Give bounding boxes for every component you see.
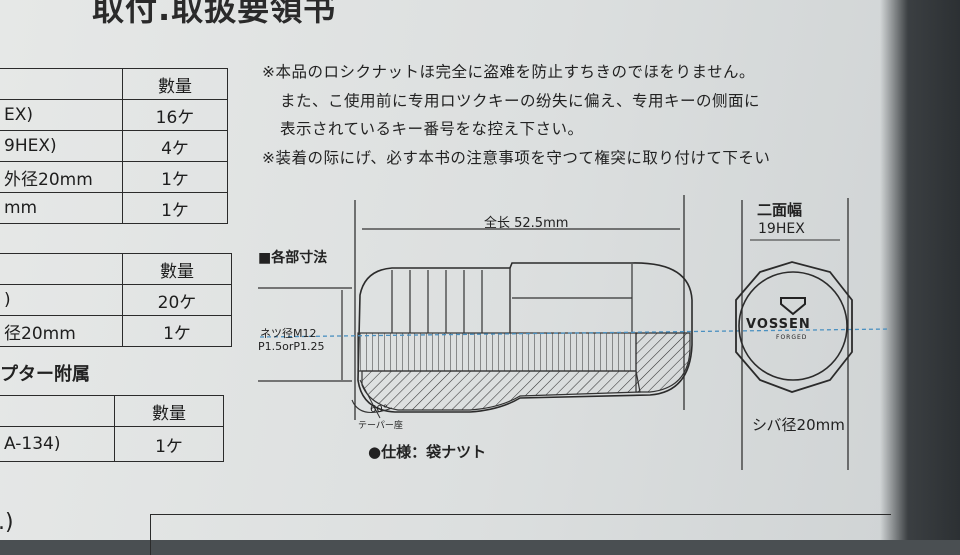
table-cell-item: mm <box>0 192 123 224</box>
table-header-row: 數量 <box>0 253 232 285</box>
table-cell-item: 外径20mm <box>0 161 123 193</box>
note-line-2: また、こ使用前に专用ロツクキーの纷失に偏え、专用キーの侧面に <box>280 92 761 110</box>
brand-text: VOSSEN <box>746 317 811 332</box>
angle-label: 60° <box>370 404 388 415</box>
table-row: EX) 16ケ <box>0 99 228 131</box>
thread-label-2: P1.5orP1.25 <box>258 340 325 353</box>
table-header-qty: 數量 <box>114 395 224 427</box>
background-edge <box>880 0 960 540</box>
taper-label: テーパー座 <box>358 421 403 431</box>
table-cell-item: A-134) <box>0 426 115 462</box>
table2-footer-text: プター附属 <box>0 364 90 385</box>
table-row: ) 20ケ <box>0 284 232 316</box>
hex-size-label: 19HEX <box>758 221 805 237</box>
parts-table-1: 數量 EX) 16ケ 9HEX) 4ケ 外径20mm 1ケ mm 1ケ <box>0 68 228 224</box>
section-hatch-right <box>635 332 691 393</box>
parts-table-3: 數量 A-134) 1ケ <box>0 395 224 462</box>
taper-angle-arc <box>351 399 393 414</box>
centerline <box>259 328 891 338</box>
total-length-label: 全长 52.5mm <box>484 216 569 231</box>
table-cell-item: ) <box>0 284 123 316</box>
bottom-fragment: .) <box>0 510 14 535</box>
table-cell-qty: 1ケ <box>122 161 228 193</box>
threaded-bore <box>357 332 637 372</box>
table-row: 外径20mm 1ケ <box>0 161 228 193</box>
table-cell-qty: 1ケ <box>114 426 224 462</box>
table-row: mm 1ケ <box>0 192 228 224</box>
table-cell-qty: 4ケ <box>122 130 228 162</box>
brand-logo-icon <box>780 297 806 316</box>
table-header-row: 數量 <box>0 395 224 427</box>
note-line-1: ※本品のロシクナットほ完全に盗难を防止すちきのでほをりません。 <box>262 63 756 81</box>
table-cell-qty: 1ケ <box>122 315 232 347</box>
nut-body-outline <box>357 262 693 413</box>
table-cell-qty: 16ケ <box>122 99 228 131</box>
table-cell-qty: 1ケ <box>122 192 228 224</box>
table-row: 径20mm 1ケ <box>0 315 232 347</box>
bottom-box <box>150 514 891 555</box>
table-row: A-134) 1ケ <box>0 426 224 462</box>
table-cell-item: EX) <box>0 99 123 131</box>
section-hatch-bottom <box>361 370 641 411</box>
hex-title: 二面幅 <box>757 201 803 219</box>
note-line-3: 表示されているキー番号をな控え下さい。 <box>280 120 584 138</box>
table-cell-item: 径20mm <box>0 315 123 347</box>
page-title: 取付.取扱要領书 <box>92 0 337 28</box>
table-cell-item: 9HEX) <box>0 130 123 162</box>
note-line-4: ※装着の际にげ、必す本书の注意事项を守つて権突に取り付けて下そい <box>262 149 771 167</box>
hex-outline <box>735 261 853 393</box>
cap-circle <box>738 271 848 381</box>
table-header-qty: 數量 <box>122 253 232 285</box>
brand-sub-text: FORGED <box>776 334 808 341</box>
table-cell-qty: 20ケ <box>122 284 232 316</box>
thread-label-1: ネツ径M12 <box>260 327 317 340</box>
parts-table-2: 數量 ) 20ケ 径20mm 1ケ <box>0 253 232 347</box>
section-label: ■各部寸法 <box>258 250 328 266</box>
shank-label: シバ径20mm <box>752 416 845 434</box>
table-row: 9HEX) 4ケ <box>0 130 228 162</box>
spec-label: ●仕様：袋ナツト <box>368 443 487 461</box>
taper-angle-line <box>359 379 381 419</box>
lug-nut-diagram <box>258 195 891 470</box>
